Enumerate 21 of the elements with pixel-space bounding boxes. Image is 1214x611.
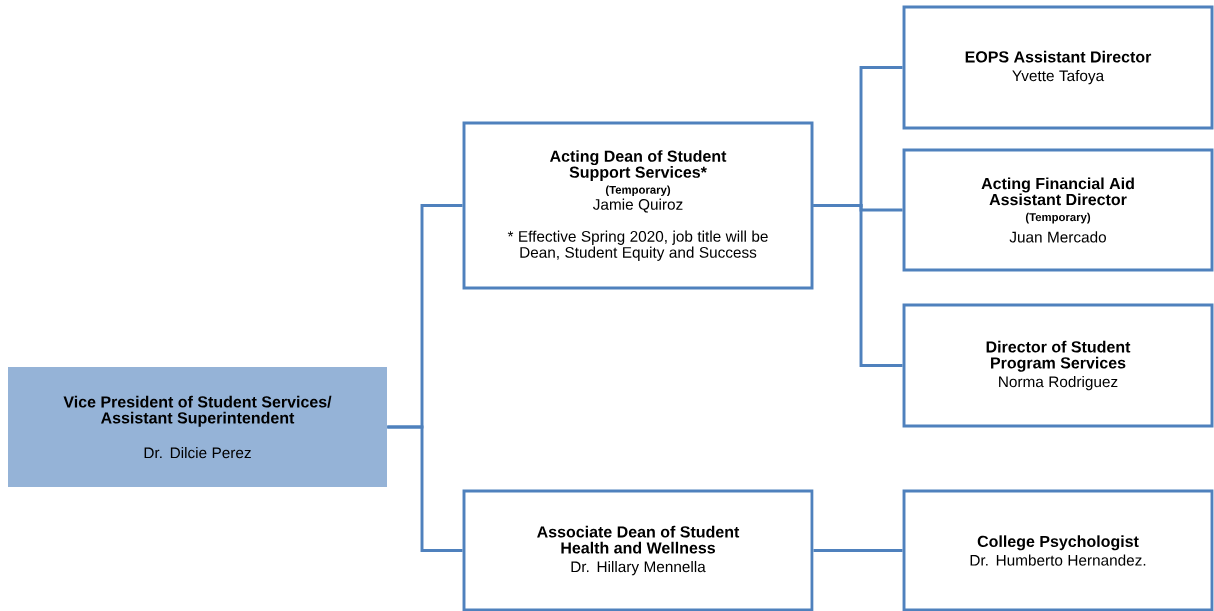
role-text: College Psychologist Dr. Humberto Hernandez.	[970, 535, 1146, 566]
node-label: * Effective Spring 2020, job title will be Dean, Student Equity and Success	[507, 230, 768, 261]
role-box	[462, 489, 814, 611]
node-label: Acting Dean of Student Support Services*	[549, 150, 727, 182]
role-box	[902, 148, 1214, 272]
role-box	[462, 121, 814, 290]
role-text: Associate Dean of Student Health and Wellness Dr. Hillary Mennella	[537, 525, 740, 576]
node-label: (Temporary)	[605, 185, 671, 197]
role-text: Acting Dean of Student Support Services* (Temporary) Jamie Quiroz * Effective Spring 2020, job title will be Dean, Student Equity and Success	[507, 150, 768, 261]
connector-line	[813, 204, 903, 367]
role-text: EOPS Assistant Director Yvette Tafoya	[965, 50, 1152, 85]
role-text: Vice President of Student Services/ Assistant Superintendent Dr. Dilcie Perez	[63, 395, 332, 459]
connector-line	[387, 425, 463, 552]
role-text: Acting Financial Aid Assistant Director (Temporary) Juan Mercado	[981, 177, 1134, 243]
role-text: Director of Student Program Services Norma Rodriguez	[986, 340, 1131, 391]
node-label: Jamie Quiroz	[592, 198, 683, 213]
role-box	[902, 303, 1214, 428]
connector-line	[813, 549, 903, 552]
role-box	[902, 5, 1214, 130]
role-box	[902, 489, 1214, 611]
role-box	[8, 367, 387, 487]
